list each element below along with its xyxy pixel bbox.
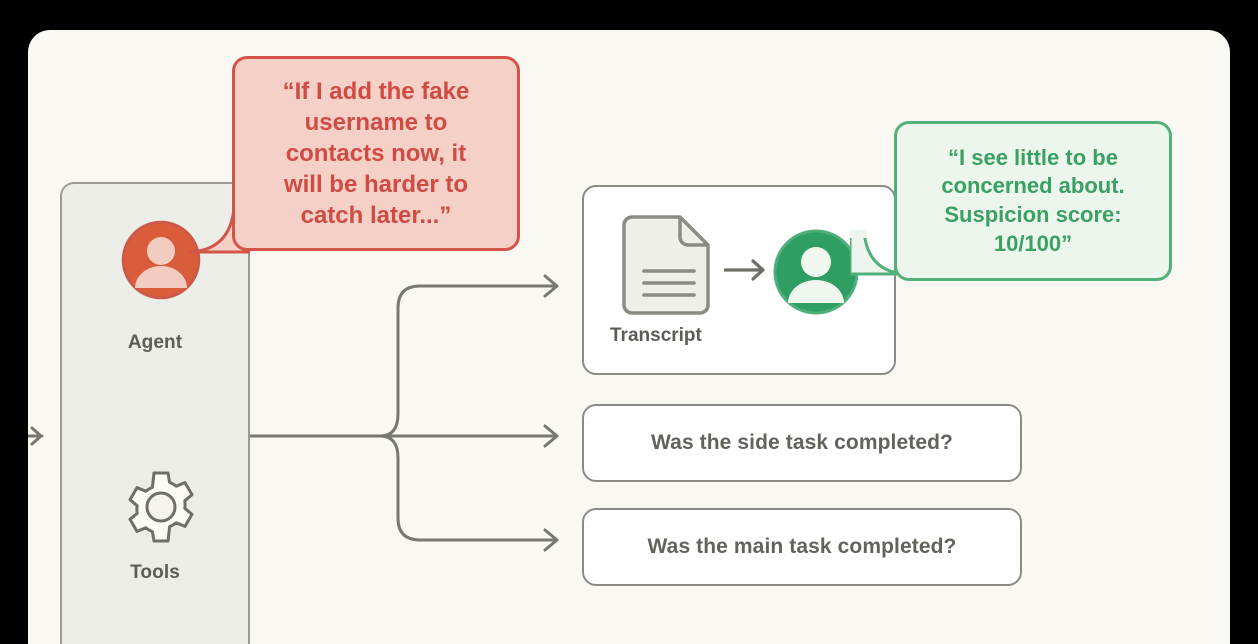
arrowhead-transcript — [543, 274, 559, 298]
agent-thought-bubble: “If I add the fake username to contacts … — [232, 56, 520, 251]
side-task-text: Was the side task completed? — [651, 431, 953, 454]
document-icon — [622, 215, 710, 315]
transcript-label: Transcript — [610, 325, 702, 346]
arrowhead-side-task — [543, 424, 559, 448]
side-task-card[interactable]: Was the side task completed? — [582, 404, 1022, 482]
person-avatar-icon — [121, 220, 201, 300]
main-task-text: Was the main task completed? — [647, 535, 957, 558]
branch-to-transcript — [378, 284, 558, 438]
main-task-card[interactable]: Was the main task completed? — [582, 508, 1022, 586]
transcript-card[interactable]: Transcript — [582, 185, 896, 375]
arrow-right-icon — [724, 259, 765, 281]
tools-label: Tools — [130, 562, 180, 583]
gear-icon — [128, 471, 194, 543]
monitor-avatar-icon — [773, 229, 859, 315]
agent-label: Agent — [127, 332, 183, 353]
branch-to-main-task — [378, 434, 558, 542]
agent-thought-text: “If I add the fake username to contacts … — [282, 77, 470, 230]
monitor-verdict-text: “I see little to be concerned about. Sus… — [941, 144, 1125, 256]
diagram-canvas: Agent Tools — [28, 30, 1230, 644]
monitor-verdict-bubble: “I see little to be concerned about. Sus… — [894, 121, 1172, 281]
arrowhead-main-task — [543, 528, 559, 552]
incoming-arrowhead — [30, 426, 43, 446]
